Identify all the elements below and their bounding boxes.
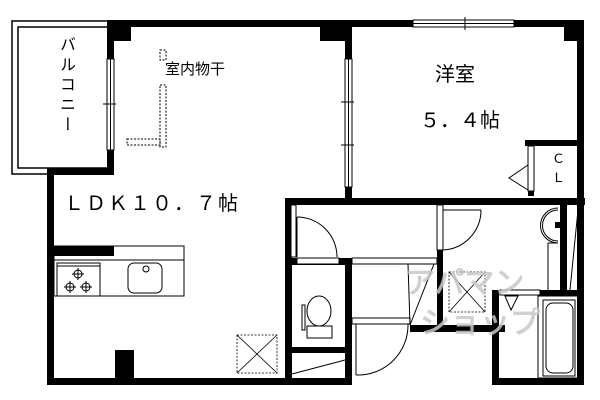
closet-label-l: Ｌ bbox=[552, 171, 566, 186]
bathtub-icon bbox=[499, 289, 579, 379]
vent-wash-icon bbox=[448, 271, 486, 313]
window-western-top bbox=[412, 17, 515, 30]
kitchen-counter bbox=[53, 245, 185, 297]
window-ldk-western bbox=[341, 58, 354, 188]
western-room-label: 洋室 bbox=[435, 62, 475, 86]
indoor-drying-rack bbox=[126, 49, 167, 148]
vent-ldk-icon bbox=[236, 334, 278, 374]
ldk-label: ＬＤＫ１０．７帖 bbox=[64, 191, 240, 215]
sink-icon bbox=[127, 262, 163, 294]
washbasin-icon bbox=[540, 207, 559, 290]
balcony-label: バルコニー bbox=[57, 36, 76, 136]
toilet-icon bbox=[301, 295, 333, 339]
watermark-line1: アパマン bbox=[405, 266, 525, 301]
doors bbox=[290, 145, 579, 376]
indoor-drying-label: 室内物干 bbox=[165, 60, 226, 78]
western-room-size: ５．４帖 bbox=[420, 108, 500, 132]
stove-icon bbox=[64, 268, 92, 293]
watermark-line2: ショップ bbox=[420, 306, 540, 341]
closet-label-c: Ｃ bbox=[552, 152, 566, 167]
window-balcony bbox=[103, 58, 116, 151]
